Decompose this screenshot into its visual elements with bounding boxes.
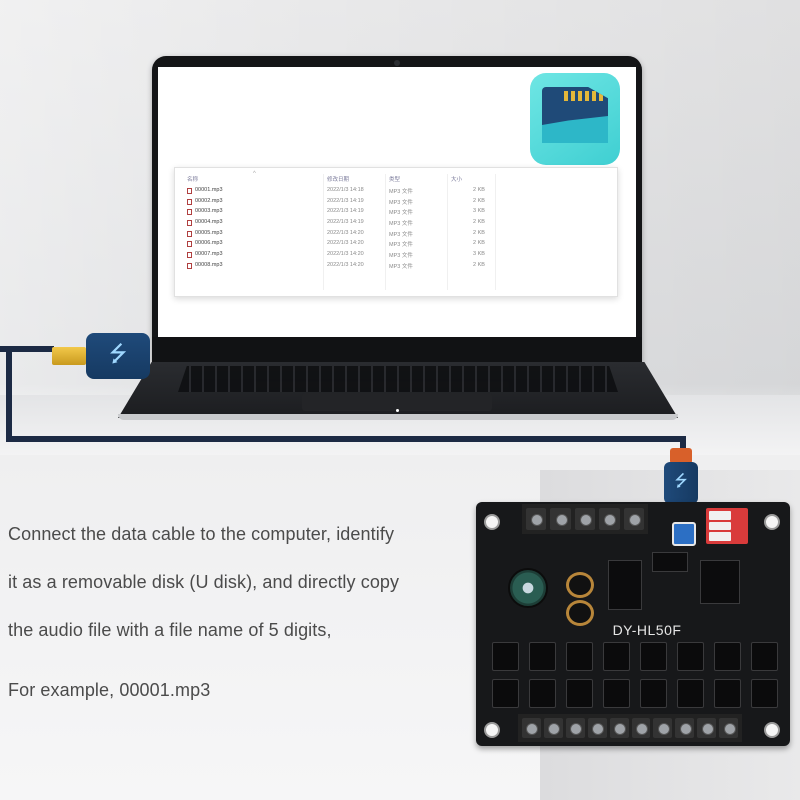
capacitor [508, 568, 548, 608]
column-divider [323, 174, 324, 290]
sd-card-wave [542, 116, 608, 143]
instruction-line-3: the audio file with a file name of 5 dig… [8, 620, 332, 640]
file-date: 2022/1/3 14:20 [327, 251, 364, 258]
file-name: 00003.mp3 [195, 208, 223, 215]
optocoupler-grid [492, 642, 778, 708]
laptop-bezel-bottom [152, 337, 642, 366]
file-date: 2022/1/3 14:20 [327, 240, 364, 247]
file-explorer-window: ^ 名称 修改日期 类型 大小 00001.mp3 2022/1/3 14:18… [174, 167, 618, 297]
usb-connector-collar [670, 448, 692, 464]
mounting-hole [764, 722, 780, 738]
sd-card-shape [542, 87, 608, 143]
file-row[interactable]: 00001.mp3 2022/1/3 14:18 MP3 文件 2 KB [175, 186, 617, 197]
laptop-keyboard [178, 366, 618, 392]
file-name: 00004.mp3 [195, 219, 223, 226]
laptop-screen: ^ 名称 修改日期 类型 大小 00001.mp3 2022/1/3 14:18… [158, 67, 636, 337]
mounting-hole [484, 514, 500, 530]
laptop-indicator-led [396, 409, 399, 412]
inductor [566, 600, 594, 626]
terminal-block-top [522, 504, 648, 534]
file-size: 3 KB [473, 251, 485, 258]
file-type: MP3 文件 [389, 210, 413, 217]
file-row[interactable]: 00007.mp3 2022/1/3 14:20 MP3 文件 3 KB [175, 250, 617, 261]
column-divider [495, 174, 496, 290]
file-row[interactable]: 00006.mp3 2022/1/3 14:20 MP3 文件 2 KB [175, 239, 617, 250]
usb-cable [6, 436, 686, 442]
file-row[interactable]: 00004.mp3 2022/1/3 14:19 MP3 文件 2 KB [175, 218, 617, 229]
terminal-block-bottom [518, 714, 742, 742]
file-type: MP3 文件 [389, 221, 413, 228]
file-name: 00005.mp3 [195, 229, 223, 236]
usb-cable [0, 346, 54, 352]
dip-switch [706, 508, 748, 544]
board-model-label: DY-HL50F [612, 622, 682, 638]
file-date: 2022/1/3 14:19 [327, 208, 364, 215]
file-size: 3 KB [473, 208, 485, 215]
mounting-hole [484, 722, 500, 738]
usb-icon: ⭍ [86, 333, 150, 379]
file-list: 00001.mp3 2022/1/3 14:18 MP3 文件 2 KB 000… [175, 186, 617, 272]
webcam [394, 60, 400, 66]
file-row[interactable]: 00002.mp3 2022/1/3 14:19 MP3 文件 2 KB [175, 197, 617, 208]
instruction-line-1: Connect the data cable to the computer, … [8, 524, 395, 544]
file-name: 00006.mp3 [195, 240, 223, 247]
file-type: MP3 文件 [389, 199, 413, 206]
ic-chip [652, 552, 688, 572]
sd-card-icon [530, 73, 620, 165]
file-name: 00001.mp3 [195, 187, 223, 193]
file-type: MP3 文件 [389, 253, 413, 260]
file-size: 2 KB [473, 219, 485, 226]
file-type: MP3 文件 [389, 263, 413, 270]
column-header-date[interactable]: 修改日期 [327, 177, 350, 183]
file-type: MP3 文件 [389, 231, 413, 238]
file-size: 2 KB [473, 187, 485, 193]
file-size: 2 KB [473, 229, 485, 236]
column-divider [447, 174, 448, 290]
file-row[interactable]: 00005.mp3 2022/1/3 14:20 MP3 文件 2 KB [175, 229, 617, 240]
inductor [566, 572, 594, 598]
file-name: 00007.mp3 [195, 251, 223, 258]
file-type: MP3 文件 [389, 189, 413, 195]
mp3-file-icon [187, 220, 192, 227]
instruction-example: For example, 00001.mp3 [8, 680, 211, 700]
file-date: 2022/1/3 14:20 [327, 261, 364, 268]
usb-cable [680, 436, 686, 450]
mp3-file-icon [187, 262, 192, 269]
mp3-file-icon [187, 241, 192, 248]
file-row[interactable]: 00003.mp3 2022/1/3 14:19 MP3 文件 3 KB [175, 207, 617, 218]
file-name: 00008.mp3 [195, 261, 223, 268]
column-header-type[interactable]: 类型 [389, 177, 401, 183]
column-header-name[interactable]: 名称 [187, 177, 199, 183]
file-date: 2022/1/3 14:20 [327, 229, 364, 236]
file-date: 2022/1/3 14:18 [327, 187, 364, 193]
file-size: 2 KB [473, 197, 485, 204]
file-row[interactable]: 00008.mp3 2022/1/3 14:20 MP3 文件 2 KB [175, 261, 617, 272]
file-date: 2022/1/3 14:19 [327, 219, 364, 226]
file-size: 2 KB [473, 261, 485, 268]
mp3-file-icon [187, 198, 192, 205]
column-header-size[interactable]: 大小 [451, 177, 463, 183]
laptop-base-edge [118, 414, 678, 420]
file-list-header: 名称 修改日期 类型 大小 [175, 175, 617, 183]
mp3-file-icon [187, 230, 192, 237]
laptop-touchpad [302, 393, 492, 411]
mp3-file-icon [187, 252, 192, 259]
usb-connector-metal [52, 347, 86, 365]
file-name: 00002.mp3 [195, 197, 223, 204]
column-divider [385, 174, 386, 290]
mp3-file-icon [187, 188, 192, 194]
instruction-line-2: it as a removable disk (U disk), and dir… [8, 572, 400, 592]
ic-chip [700, 560, 740, 604]
sd-card-pins [564, 91, 603, 101]
file-size: 2 KB [473, 240, 485, 247]
potentiometer [672, 522, 696, 546]
mp3-file-icon [187, 209, 192, 216]
usb-icon: ⭍ [664, 462, 698, 504]
sort-indicator-icon: ^ [253, 171, 256, 177]
file-type: MP3 文件 [389, 242, 413, 249]
file-date: 2022/1/3 14:19 [327, 197, 364, 204]
mounting-hole [764, 514, 780, 530]
usb-cable [6, 346, 12, 442]
ic-chip [608, 560, 642, 610]
